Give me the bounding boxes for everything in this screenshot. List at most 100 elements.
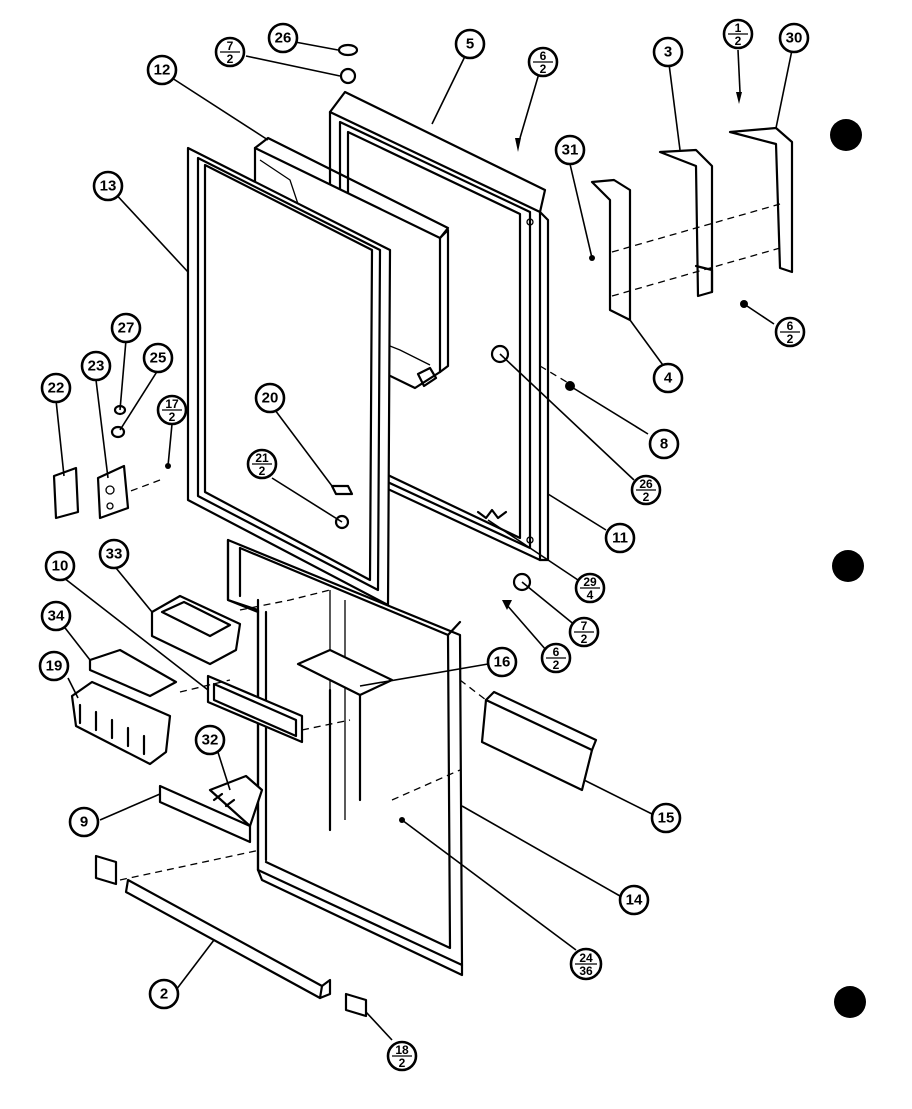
callout-3: 3 — [652, 36, 684, 68]
hinge-cover-22 — [52, 466, 80, 520]
callout-26b-denominator: 2 — [643, 490, 650, 504]
callout-22-number: 22 — [48, 380, 65, 397]
callout-23: 23 — [80, 350, 112, 382]
callout-31-number: 31 — [562, 142, 579, 159]
callout-5-number: 5 — [466, 36, 474, 53]
callout-9-number: 9 — [80, 814, 88, 831]
callout-6c-denominator: 2 — [553, 658, 560, 672]
callout-19-number: 19 — [46, 658, 63, 675]
callout-7b-number: 7 — [581, 619, 588, 633]
callout-11-number: 11 — [612, 530, 628, 547]
callout-14: 14 — [618, 884, 650, 916]
callout-24-number: 24 — [579, 951, 593, 965]
callout-32-number: 32 — [202, 732, 219, 749]
callout-4-number: 4 — [664, 370, 673, 387]
callout-31: 31 — [554, 134, 586, 166]
callout-9: 9 — [68, 806, 100, 838]
assembly-lines — [119, 203, 781, 881]
callout-15-number: 15 — [658, 810, 675, 827]
callout-2: 2 — [148, 978, 180, 1010]
callout-20-number: 20 — [262, 390, 279, 407]
callout-10-number: 10 — [52, 558, 69, 575]
callout-10: 10 — [44, 550, 76, 582]
callout-13-number: 13 — [100, 178, 117, 195]
callout-21: 21 2 — [246, 448, 278, 480]
callout-3-number: 3 — [664, 44, 672, 61]
callout-6b-denominator: 2 — [787, 332, 794, 346]
door-shelf-bar — [480, 690, 598, 792]
callout-5: 5 — [454, 28, 486, 60]
callout-1: 1 2 — [722, 18, 754, 50]
handle-4 — [590, 178, 632, 322]
callout-22: 22 — [40, 372, 72, 404]
callout-6b: 6 2 — [774, 316, 806, 348]
callout-33: 33 — [98, 538, 130, 570]
grille-clip-left — [94, 854, 118, 886]
egg-tray — [70, 680, 172, 766]
callout-6c: 6 2 — [540, 642, 572, 674]
callout-26a: 26 — [267, 22, 299, 54]
egg-tray-lid — [88, 648, 178, 698]
callout-17-number: 17 — [165, 397, 179, 411]
callout-6c-number: 6 — [553, 645, 560, 659]
callout-1-denominator: 2 — [735, 34, 742, 48]
callout-7b-denominator: 2 — [581, 632, 588, 646]
callout-6a-number: 6 — [540, 49, 547, 63]
hinge-bracket-23 — [96, 464, 130, 520]
binder-hole-bottom — [834, 986, 866, 1018]
callout-7a-denominator: 2 — [227, 52, 234, 66]
callout-12-number: 12 — [154, 62, 171, 79]
callout-34-number: 34 — [48, 608, 65, 625]
door-bin-10 — [206, 674, 304, 744]
callout-7b: 7 2 — [568, 616, 600, 648]
door-bin-9 — [158, 774, 264, 844]
callout-6a: 6 2 — [527, 46, 559, 78]
callout-30: 30 — [778, 22, 810, 54]
callout-26b-number: 26 — [639, 477, 653, 491]
binder-hole-middle — [832, 550, 864, 582]
butter-dish — [150, 594, 242, 666]
callout-7a-number: 7 — [227, 39, 234, 53]
callout-26a-number: 26 — [275, 30, 292, 47]
callout-26b: 26 2 — [630, 474, 662, 506]
callout-15: 15 — [650, 802, 682, 834]
callout-19: 19 — [38, 650, 70, 682]
callout-27-number: 27 — [118, 320, 135, 337]
callout-6a-denominator: 2 — [540, 62, 547, 76]
callout-32: 32 — [194, 724, 226, 756]
callout-17: 17 2 — [156, 394, 188, 426]
callout-29: 29 4 — [574, 572, 606, 604]
binder-hole-top — [830, 119, 862, 151]
callout-25-number: 25 — [150, 350, 167, 367]
callout-20: 20 — [254, 382, 286, 414]
callout-6b-number: 6 — [787, 319, 794, 333]
callout-29-denominator: 4 — [587, 588, 594, 602]
callout-34: 34 — [40, 600, 72, 632]
callout-21-denominator: 2 — [259, 464, 266, 478]
callout-11: 11 — [604, 522, 636, 554]
callout-29-number: 29 — [583, 575, 597, 589]
toe-grille — [124, 878, 332, 1000]
callout-8-number: 8 — [660, 436, 668, 453]
callout-14-number: 14 — [626, 892, 643, 909]
bracket-3 — [658, 148, 714, 298]
callout-25: 25 — [142, 342, 174, 374]
callout-23-number: 23 — [88, 358, 105, 375]
callout-16-number: 16 — [494, 654, 511, 671]
callout-18-number: 18 — [395, 1043, 409, 1057]
callout-27: 27 — [110, 312, 142, 344]
callout-2-number: 2 — [160, 986, 168, 1003]
callout-30-number: 30 — [786, 30, 803, 47]
callout-21-number: 21 — [255, 451, 269, 465]
callout-7a: 7 2 — [214, 36, 246, 68]
callout-12: 12 — [146, 54, 178, 86]
grille-clip-right — [344, 992, 368, 1018]
callout-24: 24 36 — [569, 947, 603, 981]
callout-4: 4 — [652, 362, 684, 394]
callout-17-denominator: 2 — [169, 410, 176, 424]
callout-18: 18 2 — [386, 1040, 418, 1072]
fresh-food-door-outer — [226, 538, 464, 977]
callout-18-denominator: 2 — [399, 1056, 406, 1070]
callout-33-number: 33 — [106, 546, 123, 563]
